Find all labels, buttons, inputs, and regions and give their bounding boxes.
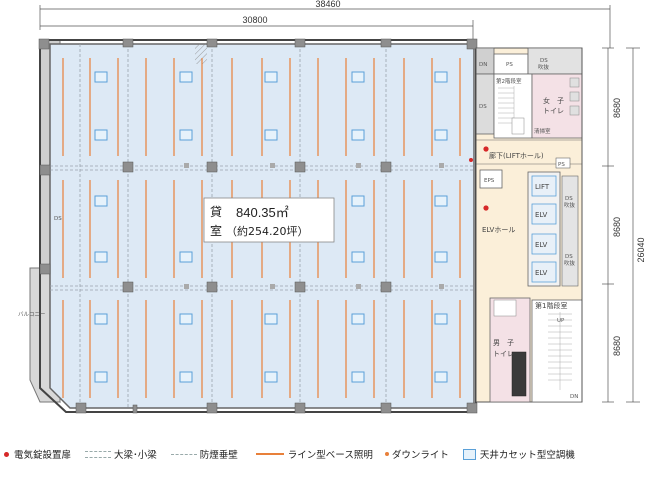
beam-grid: [50, 44, 474, 408]
ac-unit: [94, 371, 108, 383]
ac-unit: [179, 313, 193, 325]
legend-item-smoke: 防煙垂壁: [170, 447, 238, 461]
label-eps: EPS: [484, 178, 495, 184]
ac-unit: [94, 129, 108, 141]
core-area: [475, 47, 583, 403]
label-stair2: 第2階段室: [496, 77, 522, 85]
label-dn-bottom: DN: [570, 394, 578, 400]
legend-item-lock-door: 電気錠設置扉: [4, 447, 71, 461]
ac-unit: [94, 71, 108, 83]
label-dn-top: DN: [479, 62, 487, 68]
ac-unit: [434, 251, 448, 263]
dim-right-total: 26040: [636, 237, 646, 262]
legend-item-downlight: ダウンライト: [384, 447, 449, 461]
dim-right-middle: 8680: [612, 217, 622, 237]
ac-unit: [94, 195, 108, 207]
label-male-toilet-1: 男 子: [493, 339, 514, 347]
dim-right-upper: 8680: [612, 98, 622, 118]
legend-label-ac: 天井カセット型空調機: [479, 450, 575, 461]
ac-unit: [434, 313, 448, 325]
beam-markers: [184, 163, 444, 289]
lock-dot-icon: [4, 451, 9, 457]
legend-item-line-light: ライン型ベース照明: [255, 447, 373, 461]
ac-unit: [434, 195, 448, 207]
office-tsubo: （約254.20坪）: [226, 224, 309, 238]
ac-unit: [351, 313, 365, 325]
ac-unit: [351, 251, 365, 263]
ac-unit: [264, 129, 278, 141]
ac-unit: [351, 129, 365, 141]
beam-line-icon: [85, 450, 112, 458]
legend-item-ac: 天井カセット型空調機: [462, 447, 575, 461]
office-label-kanji-1: 貸: [210, 204, 222, 219]
line-light-icon: [255, 453, 284, 455]
label-lift: LIFT: [535, 183, 550, 191]
ac-unit: [351, 371, 365, 383]
label-elv-1: ELV: [535, 211, 548, 219]
floor-plan: 38460 30800 26040 8680 8680 8680: [18, 0, 646, 414]
label-elv-3: ELV: [535, 269, 548, 277]
dim-office-width: 30800: [242, 15, 267, 25]
smoke-line-icon: [170, 453, 197, 455]
ac-unit: [179, 371, 193, 383]
ac-unit: [264, 71, 278, 83]
ac-unit: [434, 129, 448, 141]
columns: [38, 38, 478, 414]
ac-unit-icon: [462, 448, 476, 460]
label-female-toilet-1: 女 子: [543, 96, 564, 105]
label-ds-left: DS: [54, 216, 62, 222]
label-balcony: バルコニー: [18, 311, 45, 318]
label-ps-top: PS: [506, 62, 513, 68]
office-area: 840.35㎡: [236, 205, 289, 220]
legend-label-line-light: ライン型ベース照明: [287, 450, 373, 461]
ac-unit: [179, 71, 193, 83]
label-elv-2: ELV: [535, 241, 548, 249]
legend-item-beam: 大梁･小梁: [85, 447, 157, 461]
office-label-kanji-2: 室: [210, 223, 222, 238]
ac-units: [94, 71, 448, 383]
label-male-toilet-2: トイレ: [493, 350, 514, 358]
label-ds-mid: DS: [479, 104, 487, 110]
dim-right-lower: 8680: [612, 336, 622, 356]
ac-unit: [434, 371, 448, 383]
ac-unit: [264, 371, 278, 383]
label-elv-hall: ELVホール: [482, 226, 515, 234]
ac-unit: [264, 313, 278, 325]
ac-unit: [94, 251, 108, 263]
label-ps-mid: PS: [558, 162, 565, 168]
ac-unit: [179, 251, 193, 263]
label-corridor: 廊下(LIFTホール): [489, 151, 544, 160]
legend-label-downlight: ダウンライト: [391, 450, 449, 461]
ac-unit: [351, 195, 365, 207]
label-cleaning: 清掃室: [534, 127, 551, 135]
line-lights: [62, 58, 461, 398]
label-stair1: 第1階段室: [535, 301, 567, 310]
legend-label-lock-door: 電気錠設置扉: [14, 450, 72, 461]
ac-unit: [434, 71, 448, 83]
ac-unit: [94, 313, 108, 325]
downlight-icon: [384, 452, 389, 456]
legend-label-beam: 大梁･小梁: [114, 450, 157, 461]
lock-door-markers: [469, 146, 489, 211]
label-up: UP: [557, 318, 565, 324]
dimension-lines: [39, 5, 640, 403]
label-female-toilet-2: トイレ: [543, 107, 564, 115]
legend-label-smoke: 防煙垂壁: [199, 450, 238, 461]
dim-total-width: 38460: [315, 0, 340, 9]
legend: 電気錠設置扉 大梁･小梁 防煙垂壁 ライン型ベース照明 ダウンライト 天井カセッ…: [0, 444, 661, 464]
ac-unit: [351, 71, 365, 83]
office-label-box: 貸 室 840.35㎡ （約254.20坪）: [203, 197, 335, 243]
ac-unit: [179, 129, 193, 141]
